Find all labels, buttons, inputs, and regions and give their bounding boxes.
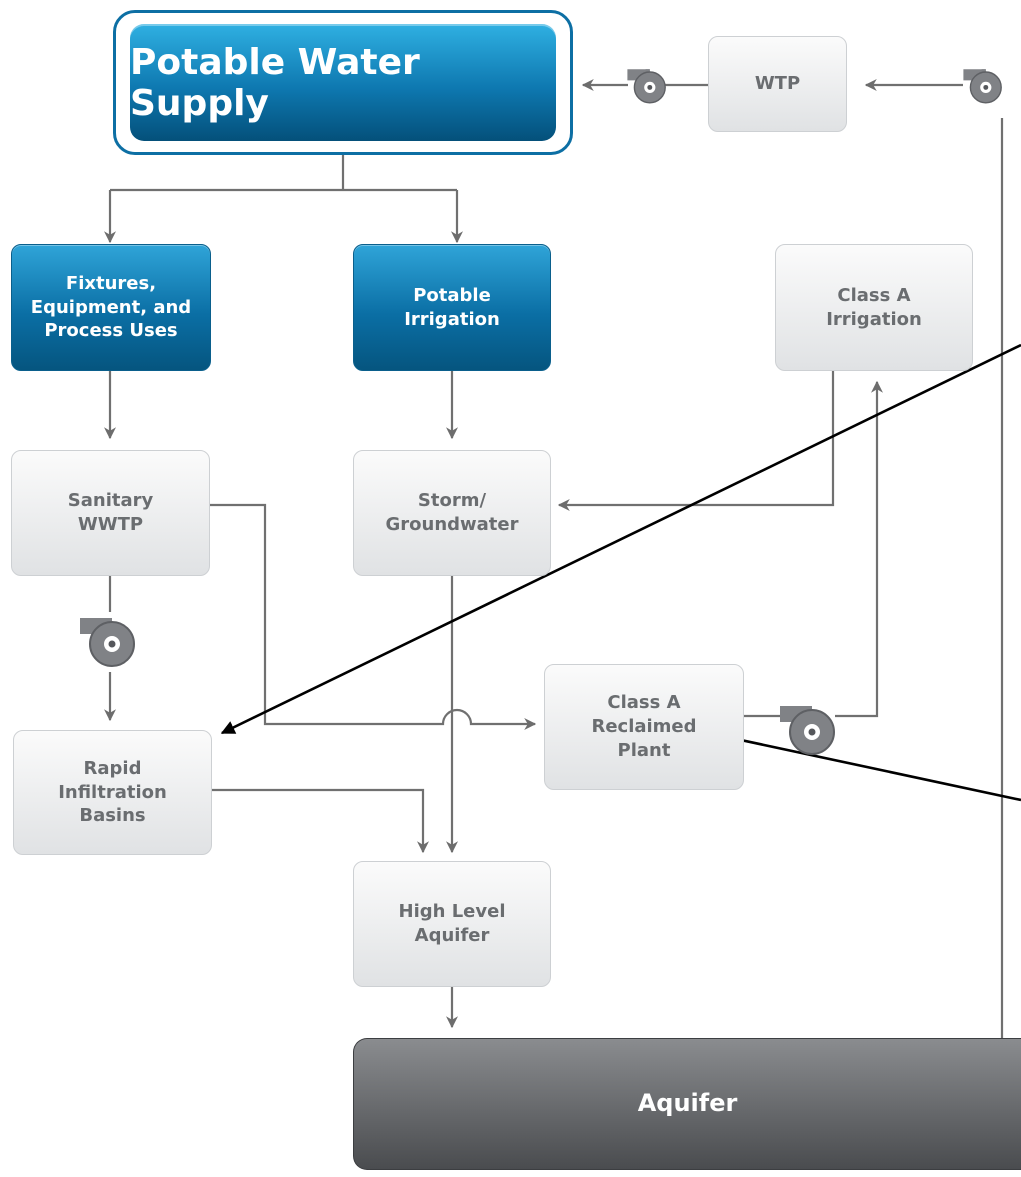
fixtures-box: Fixtures, Equipment, and Process Uses [11, 244, 211, 371]
pump-icon [780, 706, 835, 755]
wtp-label: WTP [754, 73, 801, 95]
sanitary-wwtp-label: Sanitary WWTP [67, 490, 154, 535]
arrow-to-class-a-irrigation [835, 380, 883, 718]
storm-groundwater-label: Storm/ Groundwater [385, 490, 519, 535]
class-a-reclaimed-plant-label: Class A Reclaimed Plant [591, 692, 697, 761]
main-split [110, 155, 457, 192]
arrow-class-a-to-storm [557, 371, 835, 511]
sanitary-wwtp-box: Sanitary WWTP [11, 450, 210, 576]
rapid-infiltration-basins-box: Rapid Infiltration Basins [13, 730, 212, 855]
high-level-aquifer-label: High Level Aquifer [398, 901, 506, 946]
pump-icon [80, 618, 135, 667]
rapid-infiltration-basins-label: Rapid Infiltration Basins [58, 757, 167, 827]
arrow-to-reclaimed [210, 503, 537, 730]
class-a-reclaimed-plant-box: Class A Reclaimed Plant [544, 664, 744, 790]
aquifer-box: Aquifer [353, 1038, 1021, 1170]
class-a-irrigation-label: Class A Irrigation [826, 284, 922, 330]
fixtures-label: Fixtures, Equipment, and Process Uses [30, 272, 192, 342]
potable-water-supply-frame: Potable Water Supply [113, 10, 573, 155]
class-a-irrigation-box: Class A Irrigation [775, 244, 973, 371]
pump-icon [627, 69, 666, 104]
potable-irrigation-box: Potable Irrigation [353, 244, 551, 371]
potable-water-supply-label: Potable Water Supply [130, 41, 420, 124]
high-level-aquifer-box: High Level Aquifer [353, 861, 551, 987]
aquifer-label: Aquifer [637, 1089, 738, 1118]
potable-water-supply-box: Potable Water Supply [130, 24, 556, 141]
annotation-arrow-rapid [220, 343, 1021, 735]
potable-irrigation-label: Potable Irrigation [404, 284, 500, 330]
wtp-box: WTP [708, 36, 847, 132]
pump-icon [963, 69, 1002, 104]
storm-groundwater-box: Storm/ Groundwater [353, 450, 551, 576]
arrow-rapid-to-hla [212, 788, 429, 854]
